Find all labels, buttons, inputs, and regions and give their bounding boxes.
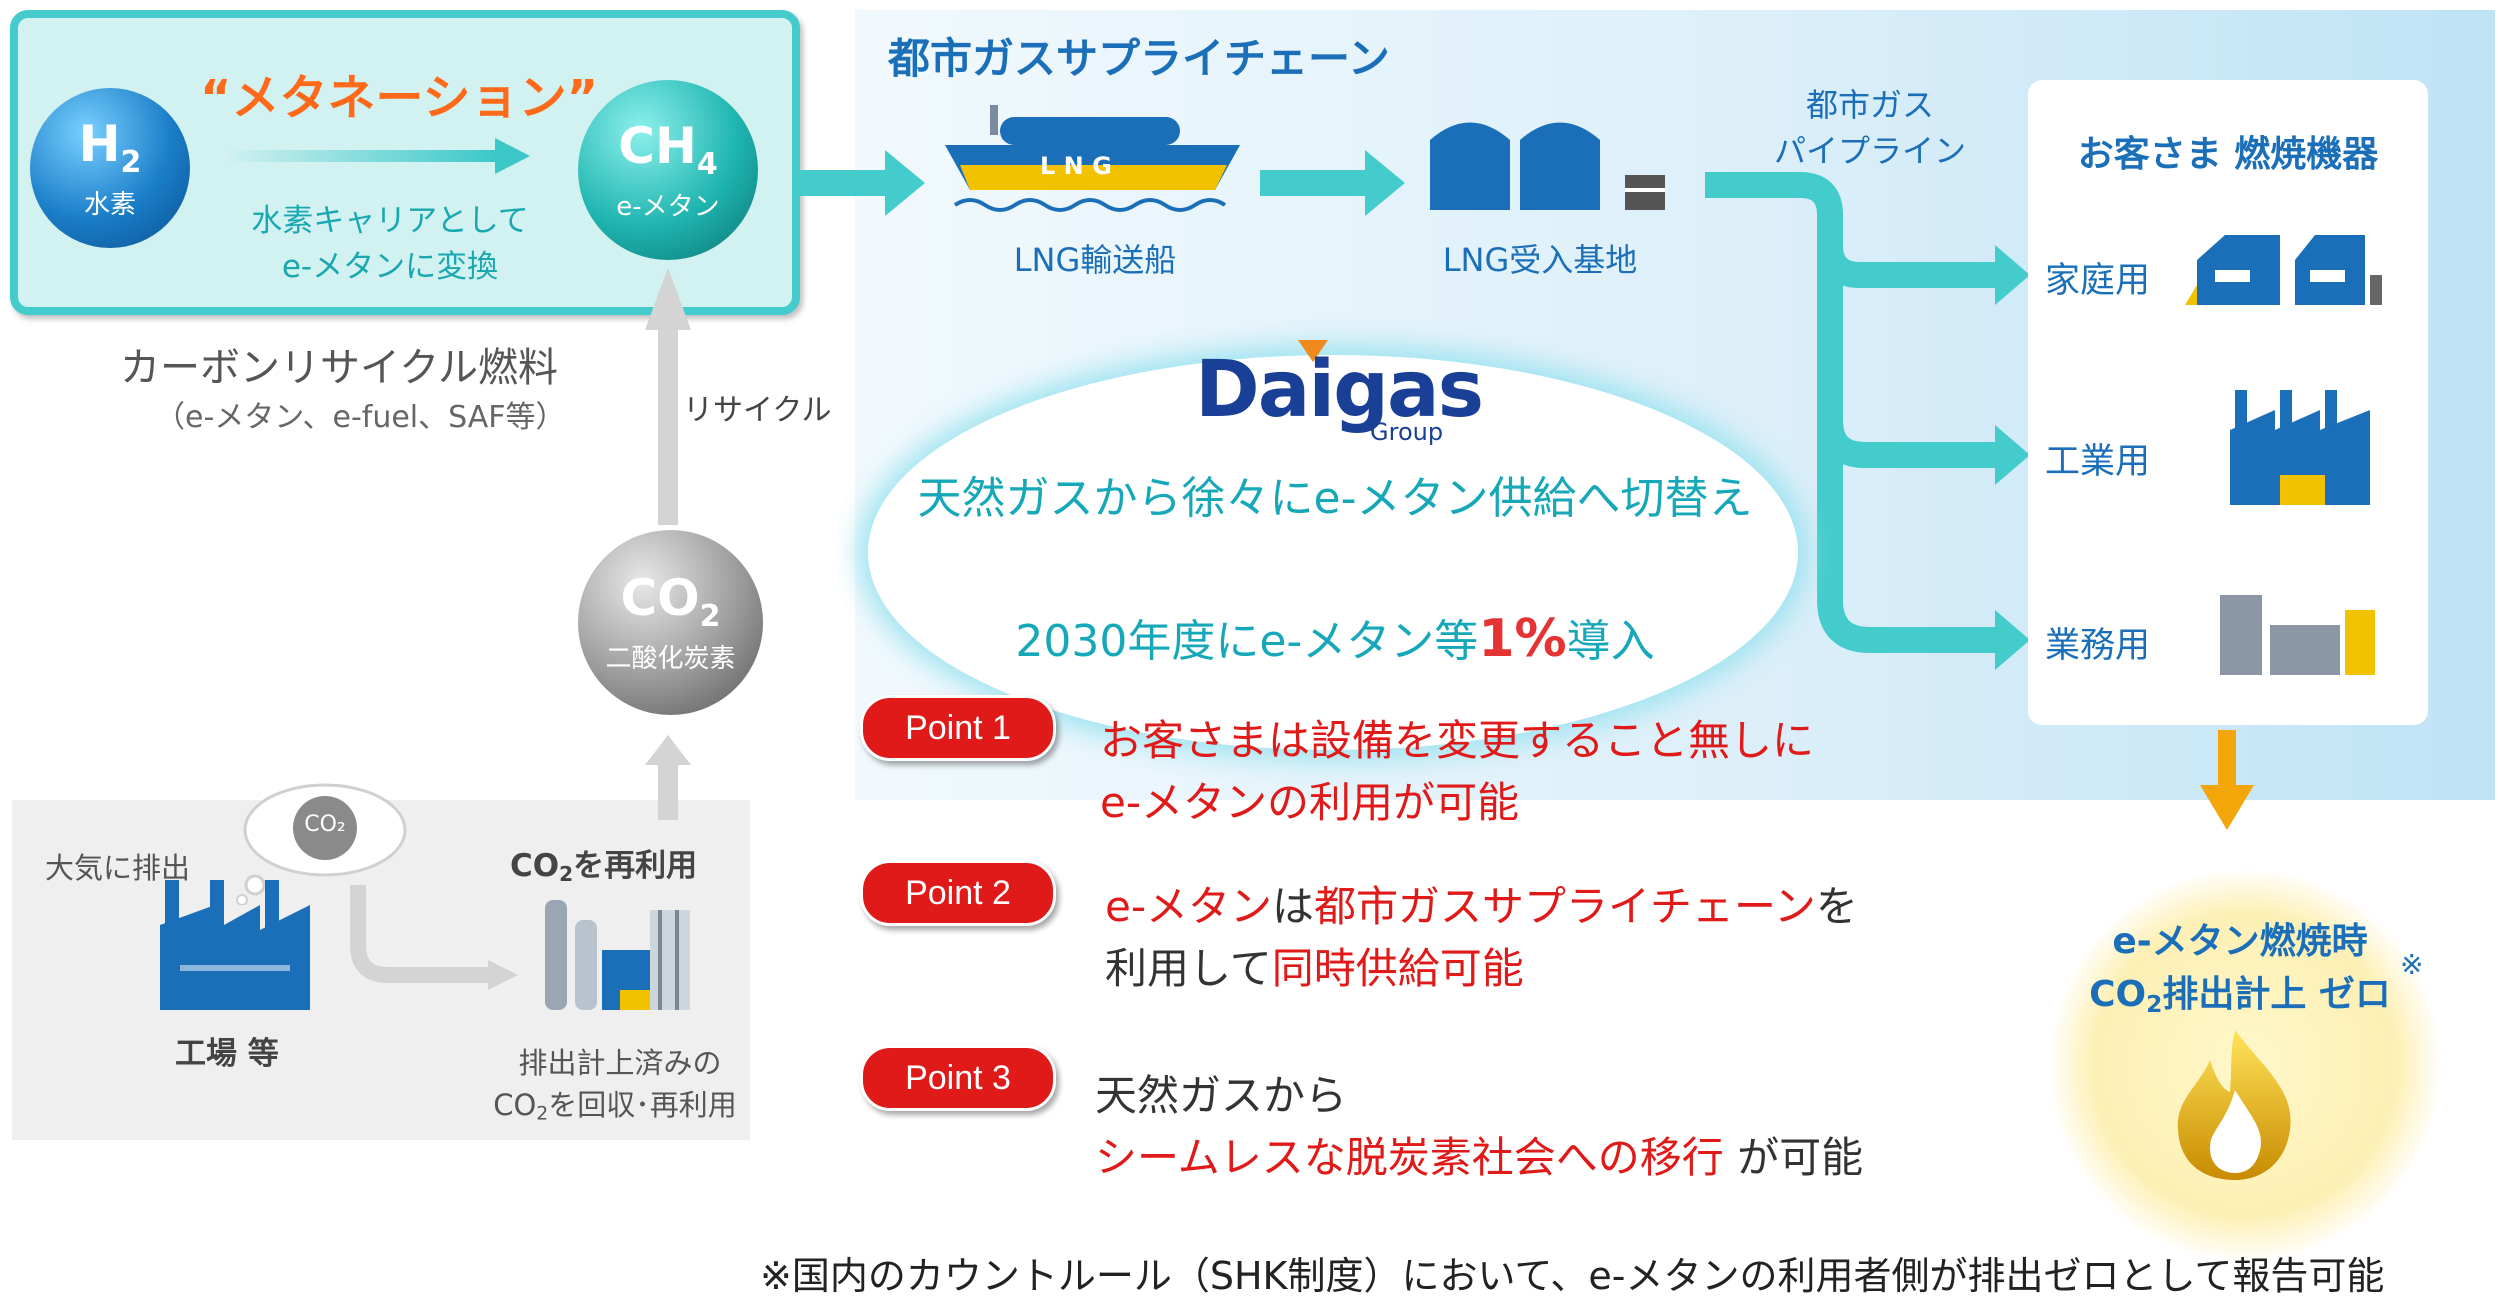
daigas-logo-mark bbox=[1298, 340, 1328, 362]
e-methane-ball: CH4 e-メタン bbox=[578, 80, 758, 260]
h2-to-ch4-arrow bbox=[225, 150, 495, 162]
daigas-ellipse bbox=[868, 355, 1798, 750]
terminal-label: LNG受入基地 bbox=[1442, 241, 1638, 279]
pipeline-main bbox=[1705, 172, 2000, 653]
zero-line1: e-メタン燃焼時 bbox=[2112, 921, 2368, 962]
plant-icon bbox=[545, 900, 690, 1010]
emit-label: 大気に排出 bbox=[45, 851, 191, 885]
lng-ship-icon bbox=[945, 105, 1240, 212]
daigas-logo: Daigas bbox=[1195, 345, 1484, 435]
methanation-title: “メタネーション” bbox=[200, 70, 599, 126]
switch-text: 天然ガスから徐々にe-メタン供給へ切替え bbox=[917, 473, 1753, 524]
use-industrial: 工業用 bbox=[2045, 442, 2151, 482]
point-2-text: e-メタンは都市ガスサプライチェーンを 利用して同時供給可能 bbox=[1105, 882, 1858, 993]
customer-title: お客さま 燃焼機器 bbox=[2077, 134, 2379, 175]
point-1-text: お客さまは設備を変更すること無しに e-メタンの利用が可能 bbox=[1100, 716, 1815, 827]
orange-down-arrow bbox=[2218, 730, 2236, 785]
ship-hull-text: L N G bbox=[1040, 152, 1112, 180]
point-1-badge: Point 1 bbox=[860, 695, 1056, 761]
factory-icon bbox=[160, 880, 310, 1010]
recycle-label: リサイクル bbox=[683, 393, 832, 428]
point-3-badge: Point 3 bbox=[860, 1045, 1056, 1111]
co2-cloud-icon bbox=[236, 783, 407, 905]
co2-ball: CO2 二酸化炭素 bbox=[578, 530, 763, 715]
reuse-label: CO2を再利用 bbox=[510, 848, 698, 887]
carrier-text: 水素キャリアとして e-メタンに変換 bbox=[251, 203, 529, 285]
recycle-arrow bbox=[658, 330, 678, 525]
target-text: 2030年度にe-メタン等1%導入 bbox=[1015, 609, 1655, 669]
cloud-co2-label: CO₂ bbox=[304, 812, 346, 837]
point-3-text: 天然ガスから シームレスな脱炭素社会への移行 が可能 bbox=[1095, 1071, 1864, 1182]
zero-line2: CO2排出計上 ゼロ bbox=[2089, 974, 2391, 1018]
factory-label: 工場 等 bbox=[175, 1036, 279, 1072]
daigas-group-label: Group bbox=[1370, 418, 1444, 446]
collected-line2: CO2を回収･再利用 bbox=[493, 1088, 737, 1125]
footnote: ※国内のカウントルール（SHK制度）において、e-メタンの利用者側が排出ゼロとし… bbox=[760, 1254, 2385, 1298]
panel-to-ship-arrow bbox=[800, 170, 890, 196]
ship-to-terminal-arrow bbox=[1260, 170, 1370, 196]
carbon-recycle-subtitle: （e-メタン、e-fuel、SAF等） bbox=[155, 400, 566, 435]
point-2-badge: Point 2 bbox=[860, 860, 1056, 926]
pipeline-label: 都市ガス パイプライン bbox=[1773, 86, 1966, 170]
hydrogen-ball: H2 水素 bbox=[30, 88, 190, 248]
supply-chain-title: 都市ガスサプライチェーン bbox=[888, 34, 1390, 83]
carbon-recycle-title: カーボンリサイクル燃料 bbox=[120, 345, 558, 391]
industrial-factory-icon bbox=[2230, 390, 2370, 505]
house-icon bbox=[2185, 235, 2382, 305]
use-household: 家庭用 bbox=[2045, 261, 2151, 301]
zero-asterisk: ※ bbox=[2400, 948, 2424, 981]
use-commercial: 業務用 bbox=[2045, 626, 2151, 666]
ship-label: LNG輸送船 bbox=[1013, 241, 1177, 279]
collected-line1: 排出計上済みの bbox=[518, 1046, 722, 1080]
lng-terminal-icon bbox=[1430, 122, 1665, 210]
flame-icon bbox=[2177, 1030, 2291, 1180]
office-building-icon bbox=[2220, 595, 2375, 675]
